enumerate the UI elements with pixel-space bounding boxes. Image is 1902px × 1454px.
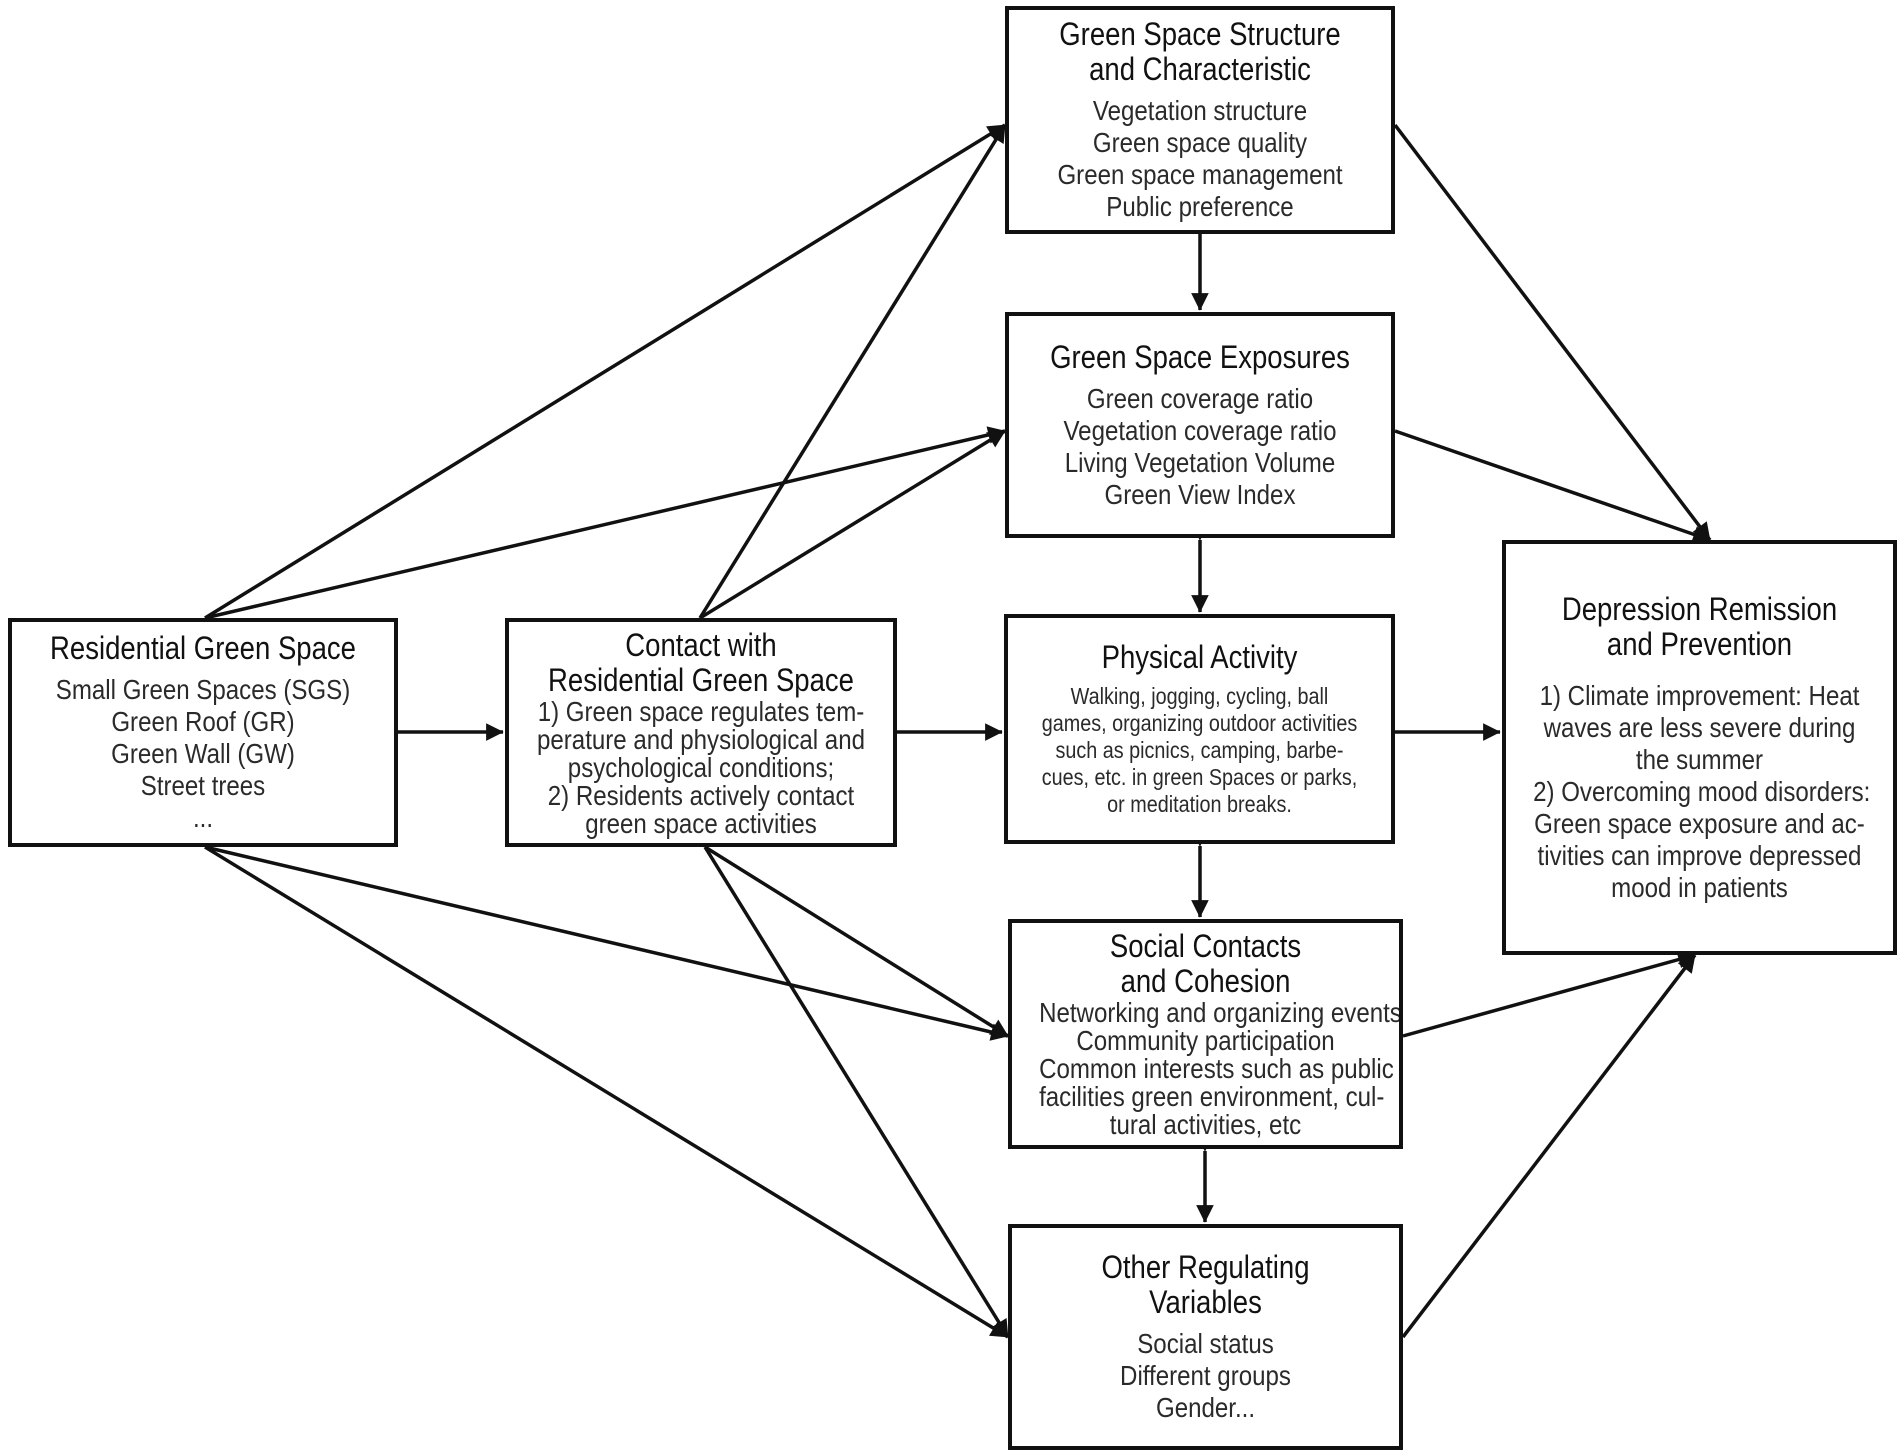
social-contacts-box: Social Contacts and Cohesion Networking …	[1008, 919, 1403, 1149]
exposures-title: Green Space Exposures	[1050, 338, 1350, 375]
physical-line: games, organizing outdoor activities	[1041, 710, 1358, 736]
arrow-other-to-depression	[1401, 953, 1697, 1339]
arrow-contact-to-exposures	[699, 429, 1006, 620]
residential-line: Small Green Spaces (SGS)	[55, 674, 351, 705]
arrow-contact-to-social	[704, 845, 1009, 1038]
depression-line: 1) Climate improvement: Heat	[1539, 679, 1860, 711]
physical-line: or meditation breaks.	[1107, 791, 1292, 817]
structure-line: Vegetation structure	[1092, 95, 1308, 126]
contact-line: 2) Residents actively contact	[547, 779, 855, 811]
arrow-residential-to-structure	[204, 123, 1006, 620]
structure-line: Green space management	[1057, 159, 1343, 190]
exposures-line: Green coverage ratio	[1086, 382, 1314, 414]
arrow-exposures-to-depression	[1394, 429, 1711, 543]
arrow-residential-to-exposures	[204, 426, 1006, 620]
physical-activity-box: Physical Activity Walking, jogging, cycl…	[1004, 614, 1395, 844]
social-title: Social Contacts	[1109, 928, 1302, 964]
residential-line: Green Wall (GW)	[111, 738, 295, 769]
social-title: and Cohesion	[1120, 963, 1291, 999]
structure-box: Green Space Structure and Characteristic…	[1005, 6, 1395, 234]
contact-line: perature and physiological and	[536, 723, 865, 755]
physical-line: such as picnics, camping, barbe-	[1055, 737, 1344, 763]
physical-line: Walking, jogging, cycling, ball	[1070, 683, 1329, 709]
social-line: tural activities, etc	[1109, 1109, 1302, 1140]
depression-line: mood in patients	[1611, 871, 1788, 903]
structure-line: Green space quality	[1092, 127, 1308, 158]
structure-title: Green Space Structure	[1059, 16, 1341, 52]
depression-line: 2) Overcoming mood disorders:	[1533, 775, 1871, 807]
contact-line: green space activities	[585, 807, 817, 839]
other-variables-box: Other Regulating Variables Social status…	[1008, 1224, 1403, 1450]
social-line: Networking and organizing events	[1039, 997, 1402, 1028]
arrow-contact-to-other	[703, 846, 1010, 1338]
contact-title: Residential Green Space	[548, 661, 854, 698]
residential-green-space-box: Residential Green Space Small Green Spac…	[8, 618, 398, 847]
residential-line: Green Roof (GR)	[111, 706, 295, 737]
depression-line: the summer	[1635, 743, 1764, 775]
physical-line: cues, etc. in green Spaces or parks,	[1041, 764, 1358, 790]
social-line: Community participation	[1076, 1025, 1335, 1056]
exposures-line: Living Vegetation Volume	[1064, 446, 1336, 478]
arrow-residential-to-social	[204, 845, 1009, 1041]
depression-line: Green space exposure and ac-	[1534, 807, 1865, 839]
arrow-residential-to-other	[204, 845, 1009, 1339]
contact-line: psychological conditions;	[567, 751, 835, 783]
exposures-line: Green View Index	[1104, 478, 1296, 510]
social-line: Common interests such as public	[1039, 1053, 1394, 1084]
structure-line: Public preference	[1106, 191, 1294, 222]
residential-line: ...	[192, 802, 214, 833]
residential-line: Street trees	[140, 770, 266, 801]
other-title: Other Regulating	[1101, 1249, 1310, 1285]
structure-title: and Characteristic	[1089, 51, 1311, 87]
arrow-structure-to-depression	[1393, 123, 1712, 542]
other-line: Different groups	[1120, 1360, 1291, 1391]
exposures-box: Green Space Exposures Green coverage rat…	[1005, 312, 1395, 538]
physical-title: Physical Activity	[1101, 639, 1298, 675]
other-line: Social status	[1137, 1328, 1274, 1359]
depression-box: Depression Remission and Prevention 1) C…	[1502, 540, 1897, 955]
depression-line: waves are less severe during	[1543, 711, 1856, 743]
arrow-social-to-depression	[1402, 951, 1696, 1038]
arrow-contact-to-structure	[698, 124, 1007, 619]
depression-title: and Prevention	[1606, 625, 1793, 662]
social-line: facilities green environment, cul-	[1039, 1081, 1385, 1112]
exposures-line: Vegetation coverage ratio	[1063, 414, 1337, 446]
contact-line: 1) Green space regulates tem-	[537, 695, 865, 727]
contact-box: Contact with Residential Green Space 1) …	[505, 618, 897, 847]
contact-title: Contact with	[625, 626, 777, 663]
residential-title: Residential Green Space	[50, 630, 356, 666]
depression-title: Depression Remission	[1561, 590, 1838, 627]
depression-line: tivities can improve depressed	[1537, 839, 1862, 871]
other-title: Variables	[1149, 1284, 1262, 1320]
other-line: Gender...	[1155, 1392, 1256, 1423]
